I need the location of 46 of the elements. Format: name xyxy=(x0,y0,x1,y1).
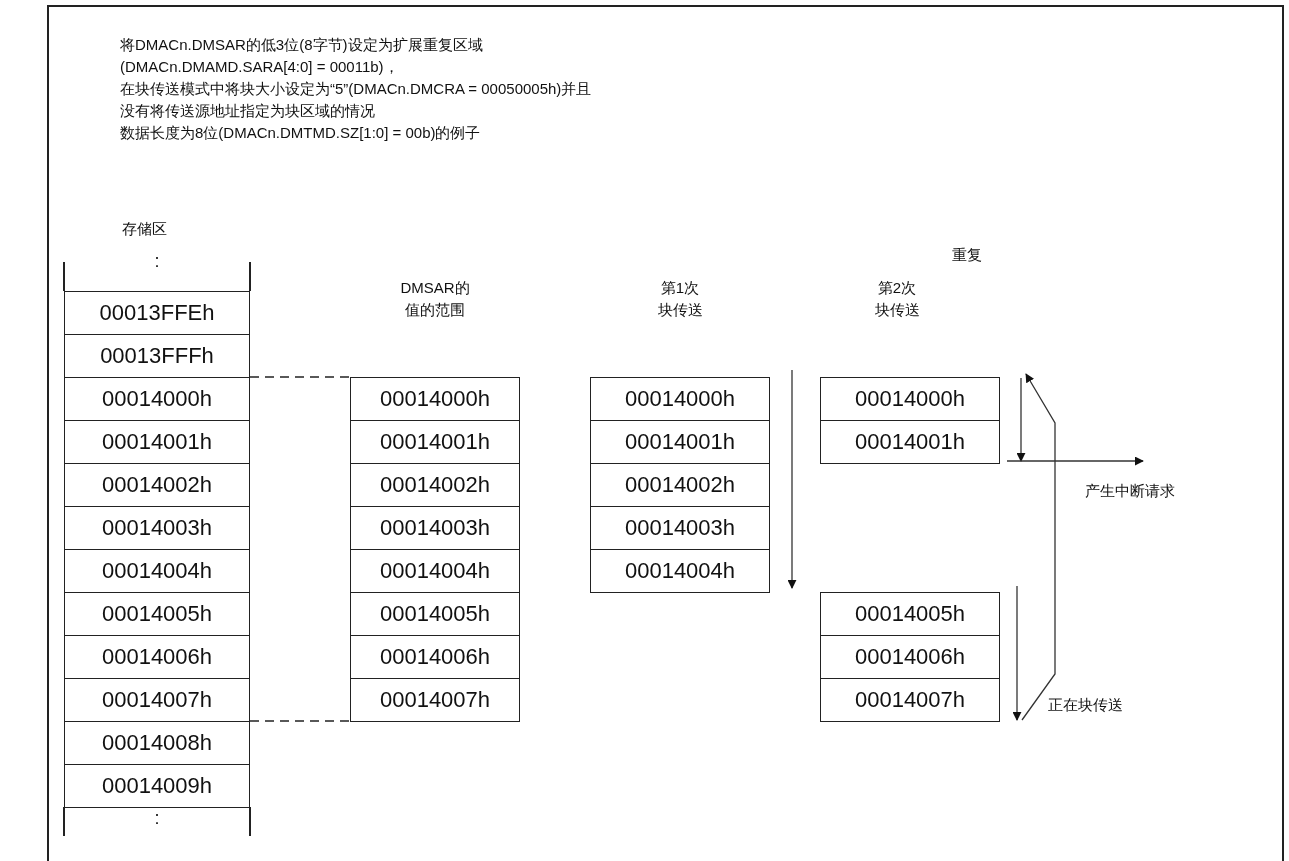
address-cell: 00014001h xyxy=(350,420,520,464)
description-text: 数据长度为8位(DMACn.DMTMD.SZ[1:0] = 00b)的例子 xyxy=(120,123,481,143)
address-cell: 00014000h xyxy=(820,377,1000,421)
address-cell: 00014009h xyxy=(64,764,250,808)
address-cell: 00014001h xyxy=(64,420,250,464)
address-cell: 00014002h xyxy=(590,463,770,507)
description-text: 没有将传送源地址指定为块区域的情况 xyxy=(120,101,375,121)
transfer-label: 正在块传送 xyxy=(1048,695,1123,715)
column-heading: 第2次块传送 xyxy=(873,278,921,320)
repeat-label: 重复 xyxy=(952,245,982,265)
address-cell: 00014004h xyxy=(350,549,520,593)
address-cell: 00014001h xyxy=(820,420,1000,464)
address-cell: 00013FFEh xyxy=(64,291,250,335)
address-cell: 00013FFFh xyxy=(64,334,250,378)
address-cell: 00014003h xyxy=(590,506,770,550)
interrupt-label: 产生中断请求 xyxy=(1085,481,1175,501)
address-cell: 00014001h xyxy=(590,420,770,464)
column-heading: 存储区 xyxy=(121,219,167,239)
address-cell: 00014005h xyxy=(64,592,250,636)
projection-line xyxy=(249,720,351,722)
column-heading: DMSAR的值的范围 xyxy=(399,278,471,320)
description-text: (DMACn.DMAMD.SARA[4:0] = 00011b)， xyxy=(120,57,399,77)
address-cell: 00014007h xyxy=(350,678,520,722)
projection-line xyxy=(249,376,351,378)
address-cell: 00014000h xyxy=(350,377,520,421)
address-cell: 00014002h xyxy=(64,463,250,507)
address-cell: 00014004h xyxy=(590,549,770,593)
address-cell: 00014006h xyxy=(820,635,1000,679)
address-cell: 00014004h xyxy=(64,549,250,593)
description-text: 在块传送模式中将块大小设定为“5”(DMACn.DMCRA = 00050005h)并且 xyxy=(120,79,592,99)
address-cell: 00014007h xyxy=(64,678,250,722)
address-cell: 00014002h xyxy=(350,463,520,507)
description-text: 将DMACn.DMSAR的低3位(8字节)设定为扩展重复区域 xyxy=(120,35,483,55)
address-cell: 00014007h xyxy=(820,678,1000,722)
address-cell: 00014005h xyxy=(820,592,1000,636)
address-cell: 00014003h xyxy=(350,506,520,550)
column-heading: 第1次块传送 xyxy=(656,278,704,320)
ellipsis-mark: : xyxy=(154,807,160,830)
address-cell: 00014000h xyxy=(64,377,250,421)
address-cell: 00014008h xyxy=(64,721,250,765)
ellipsis-mark: : xyxy=(154,250,160,273)
address-cell: 00014005h xyxy=(350,592,520,636)
address-cell: 00014006h xyxy=(64,635,250,679)
address-cell: 00014000h xyxy=(590,377,770,421)
address-cell: 00014003h xyxy=(64,506,250,550)
address-cell: 00014006h xyxy=(350,635,520,679)
